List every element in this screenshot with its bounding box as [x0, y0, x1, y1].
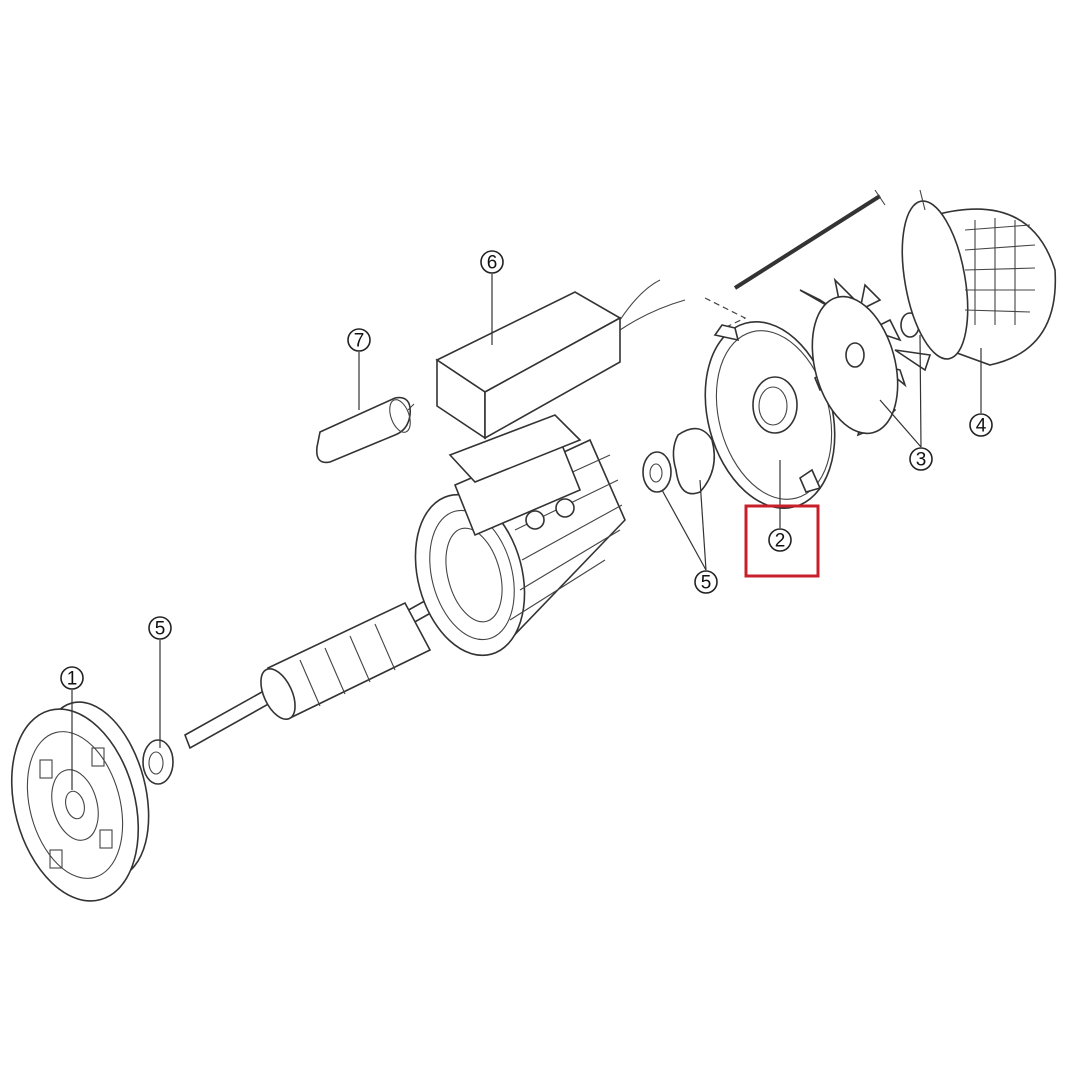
svg-text:2: 2 [775, 531, 786, 552]
stator-housing [414, 414, 626, 657]
callout-1: 1 [60, 666, 84, 690]
callout-2: 2 [768, 528, 792, 552]
svg-text:3: 3 [916, 450, 927, 471]
bearing-front [142, 739, 174, 785]
callout-6: 6 [480, 250, 504, 274]
svg-text:6: 6 [487, 253, 498, 274]
rotor-shaft [184, 596, 438, 750]
callout-7: 7 [347, 328, 371, 352]
fan-cover [901, 189, 1057, 366]
callout-5-rear-bearing: 5 [694, 570, 718, 594]
svg-text:5: 5 [155, 619, 166, 640]
callout-4: 4 [969, 413, 993, 437]
svg-text:1: 1 [67, 669, 78, 690]
terminal-box-cover [435, 279, 686, 440]
svg-text:7: 7 [354, 331, 365, 352]
highlight-box [744, 504, 820, 578]
svg-text:5: 5 [701, 573, 712, 594]
callout-3: 3 [909, 447, 933, 471]
rear-end-shield [704, 321, 836, 509]
svg-text:4: 4 [976, 416, 987, 437]
bearing-rear [642, 427, 716, 495]
leader-lines [71, 274, 982, 790]
callout-5-front-bearing: 5 [148, 616, 172, 640]
capacitor [315, 396, 415, 464]
front-flange [10, 701, 150, 902]
